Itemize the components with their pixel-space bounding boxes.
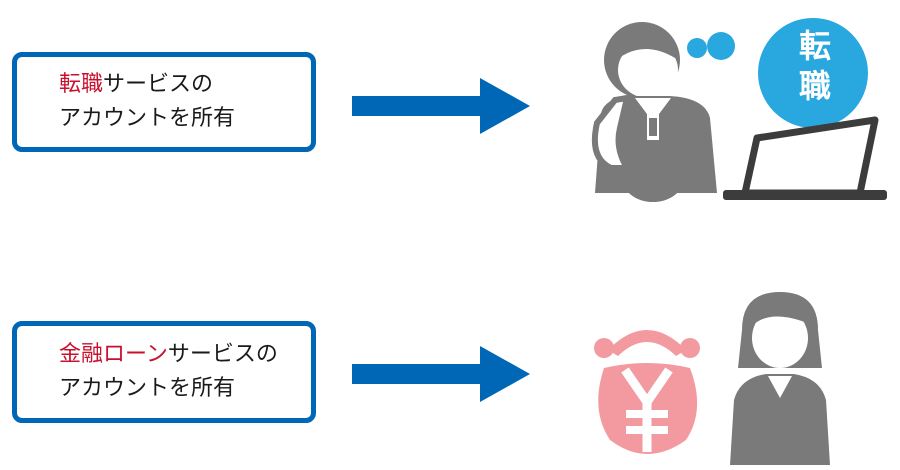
finance-loan-line-1: 金融ローンサービスの (59, 338, 311, 372)
job-change-rest: サービスの (103, 72, 214, 97)
thought-bubble (758, 18, 868, 128)
woman-icon (730, 292, 830, 465)
finance-loan-line-2: アカウントを所有 (59, 376, 236, 401)
yen-purse-and-woman-icon (594, 292, 830, 465)
arrow-right-icon (352, 78, 530, 134)
job-change-line-2: アカウントを所有 (59, 106, 236, 131)
bubble-char-2: 職 (798, 67, 831, 105)
person-thinking-laptop-icon (591, 18, 887, 202)
job-change-line-1: 転職サービスの (59, 68, 311, 102)
job-change-account-box: 転職サービスの アカウントを所有 (12, 52, 316, 152)
arrow-right-icon (352, 346, 530, 402)
bubble-char-1: 転 (798, 27, 831, 65)
yen-purse-icon (594, 330, 700, 454)
job-change-highlight: 転職 (59, 72, 104, 97)
bubble-text: 転 職 (780, 26, 850, 106)
finance-loan-account-box: 金融ローンサービスの アカウントを所有 (12, 321, 316, 423)
finance-loan-rest: サービスの (167, 342, 278, 367)
finance-loan-highlight: 金融ローン (59, 342, 168, 367)
